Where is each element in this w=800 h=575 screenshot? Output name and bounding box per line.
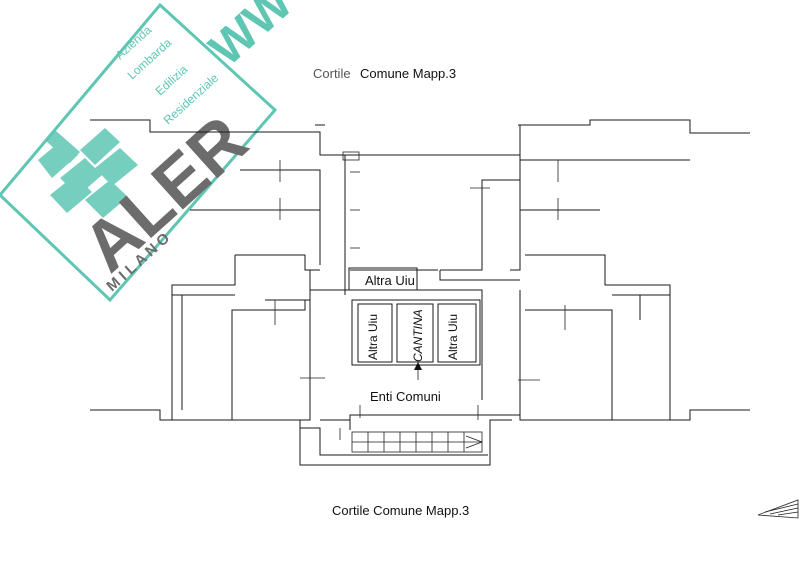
north-arrow-icon (757, 499, 799, 519)
entry-arrow-icon (414, 362, 422, 380)
cellars-block (348, 267, 481, 366)
watermark-url-fragment: WW (200, 0, 303, 76)
top-courtyard-label: Comune Mapp.3 (360, 66, 456, 81)
top-courtyard-label-prefix: Cortile (313, 66, 351, 81)
stairs (351, 431, 484, 453)
window-marks (274, 151, 566, 440)
bottom-courtyard-label: Cortile Comune Mapp.3 (332, 503, 469, 518)
other-unit-top-label: Altra Uiu (365, 273, 415, 288)
common-areas-label: Enti Comuni (370, 389, 441, 404)
building-walls (90, 119, 750, 466)
cellar-label: CANTINA (411, 309, 425, 362)
other-unit-right-label: Altra Uiu (446, 314, 460, 360)
watermark-edilizia: Edilizia (153, 62, 191, 98)
other-unit-left-label: Altra Uiu (366, 314, 380, 360)
aler-cross-logo-icon (38, 128, 138, 218)
